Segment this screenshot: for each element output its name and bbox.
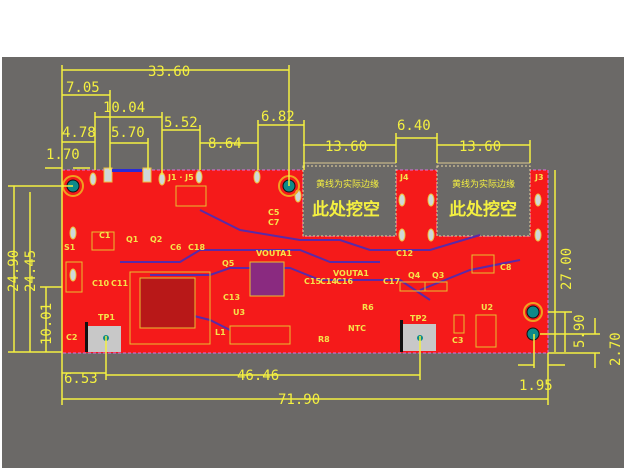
cutout-note: 黄线为实际边缘 (452, 178, 515, 190)
designator: C14 (320, 277, 337, 286)
designator: Q3 (432, 271, 444, 280)
designator: C15 (304, 277, 321, 286)
designator: NTC (348, 324, 366, 333)
designator: TP2 (410, 314, 427, 323)
component-outlines (65, 185, 497, 348)
dim-label: 7.05 (66, 80, 100, 96)
dim-label: 5.90 (572, 314, 588, 348)
designator: J3 (534, 173, 544, 182)
dim-label: 27.00 (559, 248, 575, 290)
designator: C16 (336, 277, 353, 286)
designator: R6 (362, 303, 374, 312)
designator: TP1 (98, 313, 115, 322)
dim-label: 5.70 (111, 125, 145, 141)
dim-label: 46.46 (237, 368, 279, 384)
copper-traces (120, 209, 521, 345)
dim-label: 6.40 (397, 118, 431, 134)
dim-label: 13.60 (459, 139, 501, 155)
dim-label: 5.52 (164, 115, 198, 131)
designator: Q5 (222, 259, 235, 268)
dim-label: 10.01 (39, 303, 55, 345)
designator: U3 (233, 308, 245, 317)
cutout-label: 此处挖空 (449, 199, 517, 220)
designator: C7 (268, 218, 279, 227)
designator: J1 · J5 (167, 173, 194, 182)
dim-label: 6.53 (64, 371, 98, 387)
designator: R8 (318, 335, 330, 344)
designator: C6 (170, 243, 182, 252)
designator: VOUTA1 (333, 269, 369, 278)
cutout-note: 黄线为实际边缘 (316, 178, 379, 190)
designator: C2 (66, 333, 77, 342)
dim-label: 6.82 (261, 109, 295, 125)
dimension-lines (8, 65, 600, 405)
designator: C1 (99, 231, 111, 240)
dim-label: 33.60 (148, 64, 190, 80)
component-designators: J1 · J5 J4 J3 S1 C1 Q1 Q2 C6 C18 C10 C11… (64, 173, 544, 345)
dim-label: 24.45 (23, 250, 39, 292)
cutout-left: 黄线为实际边缘 此处挖空 (302, 162, 397, 237)
designator: C12 (396, 249, 413, 258)
dim-label: 2.70 (608, 332, 624, 366)
designator: Q1 (126, 235, 139, 244)
designator: C13 (223, 293, 240, 302)
designator: C18 (188, 243, 205, 252)
designator: Q4 (408, 271, 421, 280)
test-point-tp1 (85, 322, 121, 352)
designator: C5 (268, 208, 280, 217)
cutout-right: 黄线为实际边缘 此处挖空 (436, 162, 531, 237)
dim-label: 71.90 (278, 392, 320, 408)
designator: C17 (383, 277, 400, 286)
designator: S1 (64, 243, 76, 252)
designator: C8 (500, 263, 512, 272)
connector-pads (69, 167, 542, 282)
dim-label: 24.90 (6, 250, 22, 292)
designator: L1 (215, 328, 226, 337)
dimension-labels: 33.60 7.05 10.04 4.78 5.70 5.52 8.64 6.8… (6, 64, 624, 408)
dim-label: 4.78 (62, 125, 96, 141)
dim-label: 10.04 (103, 100, 145, 116)
test-point-tp2 (400, 320, 436, 352)
cutout-label: 此处挖空 (312, 199, 380, 220)
dim-label: 8.64 (208, 136, 242, 152)
designator: C3 (452, 336, 463, 345)
designator: J4 (399, 173, 409, 182)
designator: U2 (481, 303, 493, 312)
dim-label: 13.60 (325, 139, 367, 155)
designator: Q2 (150, 235, 162, 244)
designator: C10 (92, 279, 109, 288)
dim-label: 1.95 (519, 378, 553, 394)
designator: VOUTA1 (256, 249, 292, 258)
designator: C11 (111, 279, 128, 288)
dim-label: 1.70 (46, 147, 80, 163)
